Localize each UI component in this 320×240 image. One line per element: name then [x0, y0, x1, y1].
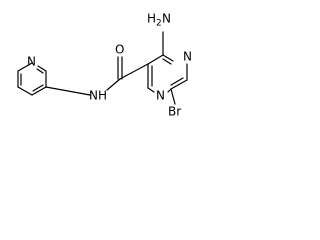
atom-pyridine-n: N	[27, 55, 36, 69]
pyridine-ring	[17, 62, 47, 96]
atom-bromine: Br	[168, 105, 181, 119]
bond-carbonyl-pyrazine	[119, 63, 149, 80]
atom-amine-sub: 2	[156, 19, 162, 29]
carbonyl-double-bond	[117, 56, 123, 80]
bond-bromine	[170, 88, 176, 105]
atom-amine-h: H	[147, 12, 156, 26]
bond-amide-carbonyl	[106, 78, 121, 91]
atom-pyrazine-n-bottom: N	[156, 89, 165, 103]
chemical-structure: N NH O H 2 N N N Br	[17, 12, 192, 119]
bond-pyridine-amide	[45, 86, 91, 96]
atom-oxygen: O	[115, 43, 124, 57]
atom-pyrazine-n-top: N	[183, 50, 192, 64]
pyrazine-ring	[147, 54, 188, 93]
atom-amine: H 2 N	[147, 12, 171, 29]
atom-amine-n: N	[162, 12, 171, 26]
atom-amide-nh: NH	[89, 89, 107, 103]
